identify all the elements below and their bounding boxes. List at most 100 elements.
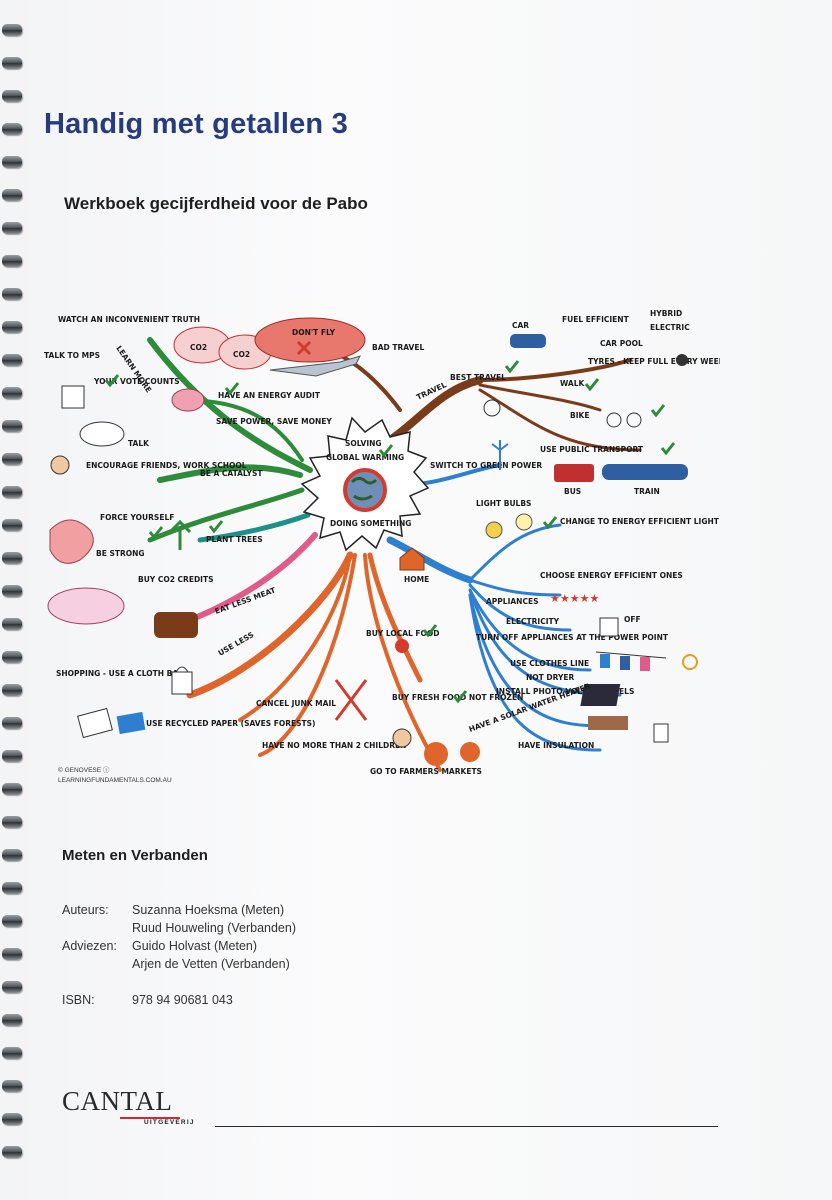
ballot-box-icon [61, 385, 85, 409]
sun-icon [682, 654, 698, 670]
electric-label: ELECTRIC [650, 323, 690, 332]
branch-transport [478, 388, 642, 452]
car-label: CAR [512, 321, 529, 330]
wind-turbine-icon [491, 440, 509, 470]
speech-bubble-icon [79, 421, 125, 447]
tyre-icon [676, 354, 688, 366]
green-power-label: SWITCH TO GREEN POWER [430, 461, 542, 470]
co2-credits-label: BUY CO2 CREDITS [138, 575, 214, 584]
spiral-ring [2, 1047, 22, 1059]
solar-panel-icon [580, 684, 621, 706]
plane-icon [269, 355, 361, 377]
basket-icon [424, 742, 448, 766]
publisher-sub: UITGEVERIJ [144, 1119, 195, 1126]
spiral-ring [2, 156, 22, 168]
spiral-ring [2, 915, 22, 927]
branch-best [478, 358, 632, 382]
branch-insulation [468, 593, 602, 752]
dont-fly-cloud [254, 317, 366, 363]
spiral-ring [2, 24, 22, 36]
off-label: OFF [624, 615, 641, 624]
eco-bulb-icon [515, 513, 533, 531]
home-label: HOME [404, 575, 429, 584]
advisor-2: Arjen de Vetten (Verbanden) [132, 957, 290, 971]
piggy-bank-icon [171, 388, 205, 412]
spiral-ring [2, 651, 22, 663]
hybrid-label: HYBRID [650, 309, 682, 318]
branch-walk [478, 383, 602, 412]
spiral-ring [2, 981, 22, 993]
save-power-label: SAVE POWER, SAVE MONEY [216, 417, 332, 426]
bulb-icon [485, 521, 503, 539]
change-bulbs-label: CHANGE TO ENERGY EFFICIENT LIGHT BULBS [560, 517, 720, 526]
check-icon [542, 516, 558, 530]
branch-appliances [468, 578, 562, 597]
fuel-efficient-label: FUEL EFFICIENT [562, 315, 630, 324]
choose-appliances-label: CHOOSE ENERGY EFFICIENT ONES [540, 571, 683, 580]
spiral-ring [2, 717, 22, 729]
be-strong-label: BE STRONG [96, 549, 145, 558]
advisor-1: Guido Holvast (Meten) [132, 939, 258, 953]
your-vote-label: YOUR VOTE COUNTS [93, 377, 180, 386]
local-food-label: BUY LOCAL FOOD [366, 629, 440, 638]
cross-icon [296, 340, 312, 356]
spiral-ring [2, 123, 22, 135]
spiral-ring [2, 453, 22, 465]
branch-solar [468, 593, 612, 728]
farmer-icon [392, 728, 412, 748]
logo-accent-bar [120, 1117, 180, 1119]
spiral-ring [2, 783, 22, 795]
learn-more-label: LEARN MORE [114, 344, 153, 394]
cloth-bag-icon [171, 666, 193, 695]
tree-icon [168, 519, 192, 550]
apple-icon [395, 639, 409, 653]
force-yourself-label: FORCE YOURSELF [100, 513, 174, 522]
author-1: Suzanna Hoeksma (Meten) [132, 903, 285, 917]
bike-wheel-icon [606, 412, 622, 428]
use-less-label: USE LESS [217, 630, 256, 658]
spiral-ring [2, 750, 22, 762]
shopping-label: SHOPPING - USE A CLOTH BAG [56, 669, 184, 678]
encourage-label: ENCOURAGE FRIENDS, WORK SCHOOL [86, 461, 247, 470]
branch-food [367, 552, 423, 683]
insulation-label: HAVE INSULATION [518, 741, 594, 750]
photovoltaic-label: INSTALL PHOTO-VOLTAIC PANELS [496, 687, 634, 696]
center-line-1: SOLVING [345, 439, 382, 448]
isbn-label: ISBN: [62, 993, 95, 1007]
star-rating-icon: ★★★★★ [550, 592, 599, 605]
center-line-2: GLOBAL WARMING [326, 453, 404, 462]
check-icon [208, 520, 224, 534]
public-transport-label: USE PUBLIC TRANSPORT [540, 445, 644, 454]
co2-label-a: CO2 [190, 343, 207, 352]
footer-rule [215, 1126, 718, 1127]
person-icon [50, 455, 70, 475]
talk-label: TALK [128, 439, 150, 448]
farmers-markets-label: GO TO FARMERS MARKETS [370, 767, 482, 776]
book-subtitle: Werkboek gecijferdheid voor de Pabo [64, 194, 368, 213]
bike-label: BIKE [570, 411, 589, 420]
pumpkin-icon [460, 742, 480, 762]
walk-label: WALK [560, 379, 586, 388]
spiral-ring [2, 882, 22, 894]
spiral-ring [2, 354, 22, 366]
spiral-ring [2, 552, 22, 564]
bus-label: BUS [564, 487, 581, 496]
spiral-ring [2, 1146, 22, 1158]
light-bulbs-label: LIGHT BULBS [476, 499, 531, 508]
authors-label: Auteurs: [62, 903, 109, 917]
house-icon [399, 547, 425, 571]
book-title: Handig met getallen 3 [44, 108, 348, 140]
train-icon [602, 464, 688, 480]
check-icon [148, 526, 164, 540]
spiral-ring [2, 189, 22, 201]
check-icon [660, 442, 676, 456]
credit-line-2: LEARNINGFUNDAMENTALS.COM.AU [58, 777, 172, 784]
section-title: Meten en Verbanden [62, 847, 208, 864]
check-icon [650, 404, 666, 418]
car-icon [510, 334, 546, 348]
check-icon [422, 624, 438, 638]
center-line-3: DOING SOMETHING [330, 519, 411, 528]
clothes-line-label: USE CLOTHES LINE [510, 659, 589, 668]
isbn-value: 978 94 90681 043 [132, 993, 233, 1007]
